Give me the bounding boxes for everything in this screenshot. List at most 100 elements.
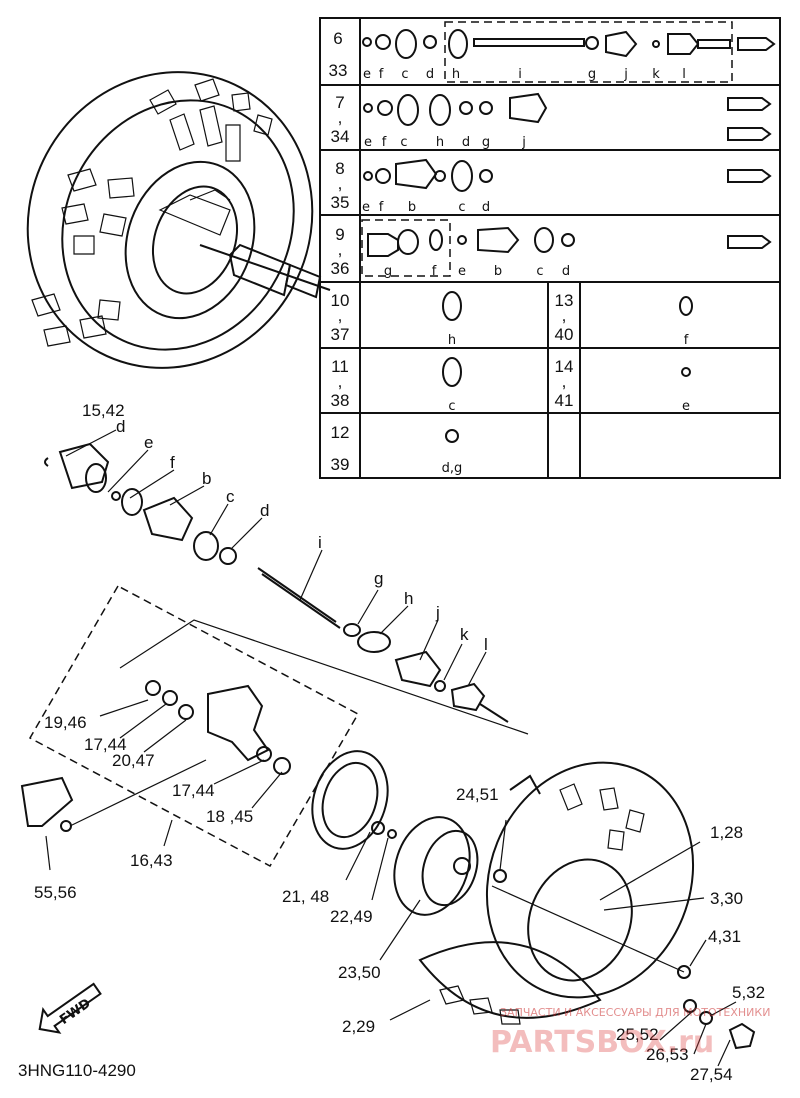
callout-22-49: 22,49 xyxy=(330,907,373,926)
callout-15-42: 15,42 xyxy=(82,401,125,420)
callout-27-54: 27,54 xyxy=(690,1065,733,1084)
callout-18-45: 18 ,45 xyxy=(206,807,253,826)
row3-letter-f: f xyxy=(379,200,384,215)
callout-3-30: 3,30 xyxy=(710,889,743,908)
row3-letter-d: d xyxy=(482,200,490,215)
row5-num-a: 10 xyxy=(331,291,350,310)
callout-j: j xyxy=(435,603,440,622)
row3-letter-b: b xyxy=(408,200,416,215)
row2-letter-c: c xyxy=(400,135,407,150)
watermark-logo: PARTSBOX.ru xyxy=(490,1025,714,1060)
row7-num-b: 39 xyxy=(331,455,350,474)
row4-num-a: 9 xyxy=(335,225,344,244)
callout-19-46: 19,46 xyxy=(44,713,87,732)
callout-d-1: d xyxy=(116,417,125,436)
fwd-arrow: FWD xyxy=(38,982,102,1034)
row7-num-a: 12 xyxy=(331,423,350,442)
callout-4-31: 4,31 xyxy=(708,927,741,946)
wheel-hub-assembly xyxy=(311,750,756,1067)
callout-f-1: f xyxy=(170,453,175,472)
fwd-label: FWD xyxy=(57,996,94,1028)
callout-d-2: d xyxy=(260,501,269,520)
row6-letter-c: c xyxy=(448,399,455,414)
row4-letter-e: e xyxy=(458,264,466,279)
watermark-line: ЗАПЧАСТИ И АКСЕССУАРЫ ДЛЯ МОТОТЕХНИКИ xyxy=(500,1006,770,1019)
callout-17-44-b: 17,44 xyxy=(172,781,215,800)
callout-16-43: 16,43 xyxy=(130,851,173,870)
row4-letter-c: c xyxy=(536,264,543,279)
callout-1-28: 1,28 xyxy=(710,823,743,842)
callout-2-29: 2,29 xyxy=(342,1017,375,1036)
parts-table: 6 33 7 , 34 8 , 35 9 , 36 10 , 37 11 , 3… xyxy=(319,17,781,479)
callout-55-56: 55,56 xyxy=(34,883,77,902)
row3-num-a: 8 xyxy=(335,159,344,178)
row1-letter-c: c xyxy=(401,67,408,82)
row6-num2-b: 41 xyxy=(555,391,574,410)
row2-comma: , xyxy=(338,108,343,127)
callout-i: i xyxy=(318,533,322,552)
row1-letter-f: f xyxy=(379,67,384,82)
row2-letter-d: d xyxy=(462,135,470,150)
callout-labels: 15,42 d e f b c d i g h j k l 19,46 17,4… xyxy=(34,401,765,1084)
callout-e-1: e xyxy=(144,433,153,452)
callout-25-52: 25,52 xyxy=(616,1025,659,1044)
callout-5-32: 5,32 xyxy=(732,983,765,1002)
row1-letter-d: d xyxy=(426,67,434,82)
callout-c-1: c xyxy=(226,487,235,506)
callout-24-51: 24,51 xyxy=(456,785,499,804)
row4-comma: , xyxy=(338,240,343,259)
row3-num-b: 35 xyxy=(331,193,350,212)
callout-23-50: 23,50 xyxy=(338,963,381,982)
row4-letter-b: b xyxy=(494,264,502,279)
row2-num-a: 7 xyxy=(335,93,344,112)
row5-comma2: , xyxy=(562,306,567,325)
row1-letter-h: h xyxy=(452,67,460,82)
row1-letter-j: j xyxy=(623,67,628,82)
callout-l: l xyxy=(484,635,488,654)
callout-b-1: b xyxy=(202,469,211,488)
row3-letter-e: e xyxy=(362,200,370,215)
row1-letter-g: g xyxy=(588,67,596,82)
row7-letter-dg: d,g xyxy=(442,461,463,476)
row3-comma: , xyxy=(338,174,343,193)
knuckle-assembly xyxy=(20,584,529,871)
row2-letter-e: e xyxy=(364,135,372,150)
row4-num-b: 36 xyxy=(331,259,350,278)
row1-letter-k: k xyxy=(652,67,660,82)
row6-comma: , xyxy=(338,372,343,391)
callout-g: g xyxy=(374,569,383,588)
row2-letter-j: j xyxy=(521,135,526,150)
row5-comma: , xyxy=(338,306,343,325)
callout-h: h xyxy=(404,589,413,608)
tire-top-left xyxy=(26,71,331,369)
diagram-code: 3HNG110-4290 xyxy=(18,1061,136,1080)
row1-letters: e f c d h i g j k l xyxy=(363,67,686,82)
row5-letter-h: h xyxy=(448,333,456,348)
row5-num2-b: 40 xyxy=(555,325,574,344)
row1-letter-e: e xyxy=(363,67,371,82)
row4-letter-f: f xyxy=(432,264,437,279)
row5-num2-a: 13 xyxy=(555,291,574,310)
callout-k: k xyxy=(460,625,469,644)
row5-num-b: 37 xyxy=(331,325,350,344)
row6-num-b: 38 xyxy=(331,391,350,410)
row6-letter-e: e xyxy=(682,399,690,414)
row1-num-b: 33 xyxy=(329,61,348,80)
row3-letter-c: c xyxy=(458,200,465,215)
row5-letter-f: f xyxy=(684,333,689,348)
drive-shaft-assembly xyxy=(44,429,509,723)
row4-letter-g: g xyxy=(384,264,392,279)
row4-letter-d: d xyxy=(562,264,570,279)
row2-letter-f: f xyxy=(382,135,387,150)
row1-num-a: 6 xyxy=(333,29,342,48)
row2-num-b: 34 xyxy=(331,127,350,146)
callout-17-44-a: 17,44 xyxy=(84,735,127,754)
row6-num2-a: 14 xyxy=(555,357,574,376)
row2-letter-h: h xyxy=(436,135,444,150)
callout-21-48: 21, 48 xyxy=(282,887,329,906)
row1-letter-l: l xyxy=(682,67,686,82)
row1-letter-i: i xyxy=(518,67,522,82)
callout-20-47: 20,47 xyxy=(112,751,155,770)
row6-comma2: , xyxy=(562,372,567,391)
